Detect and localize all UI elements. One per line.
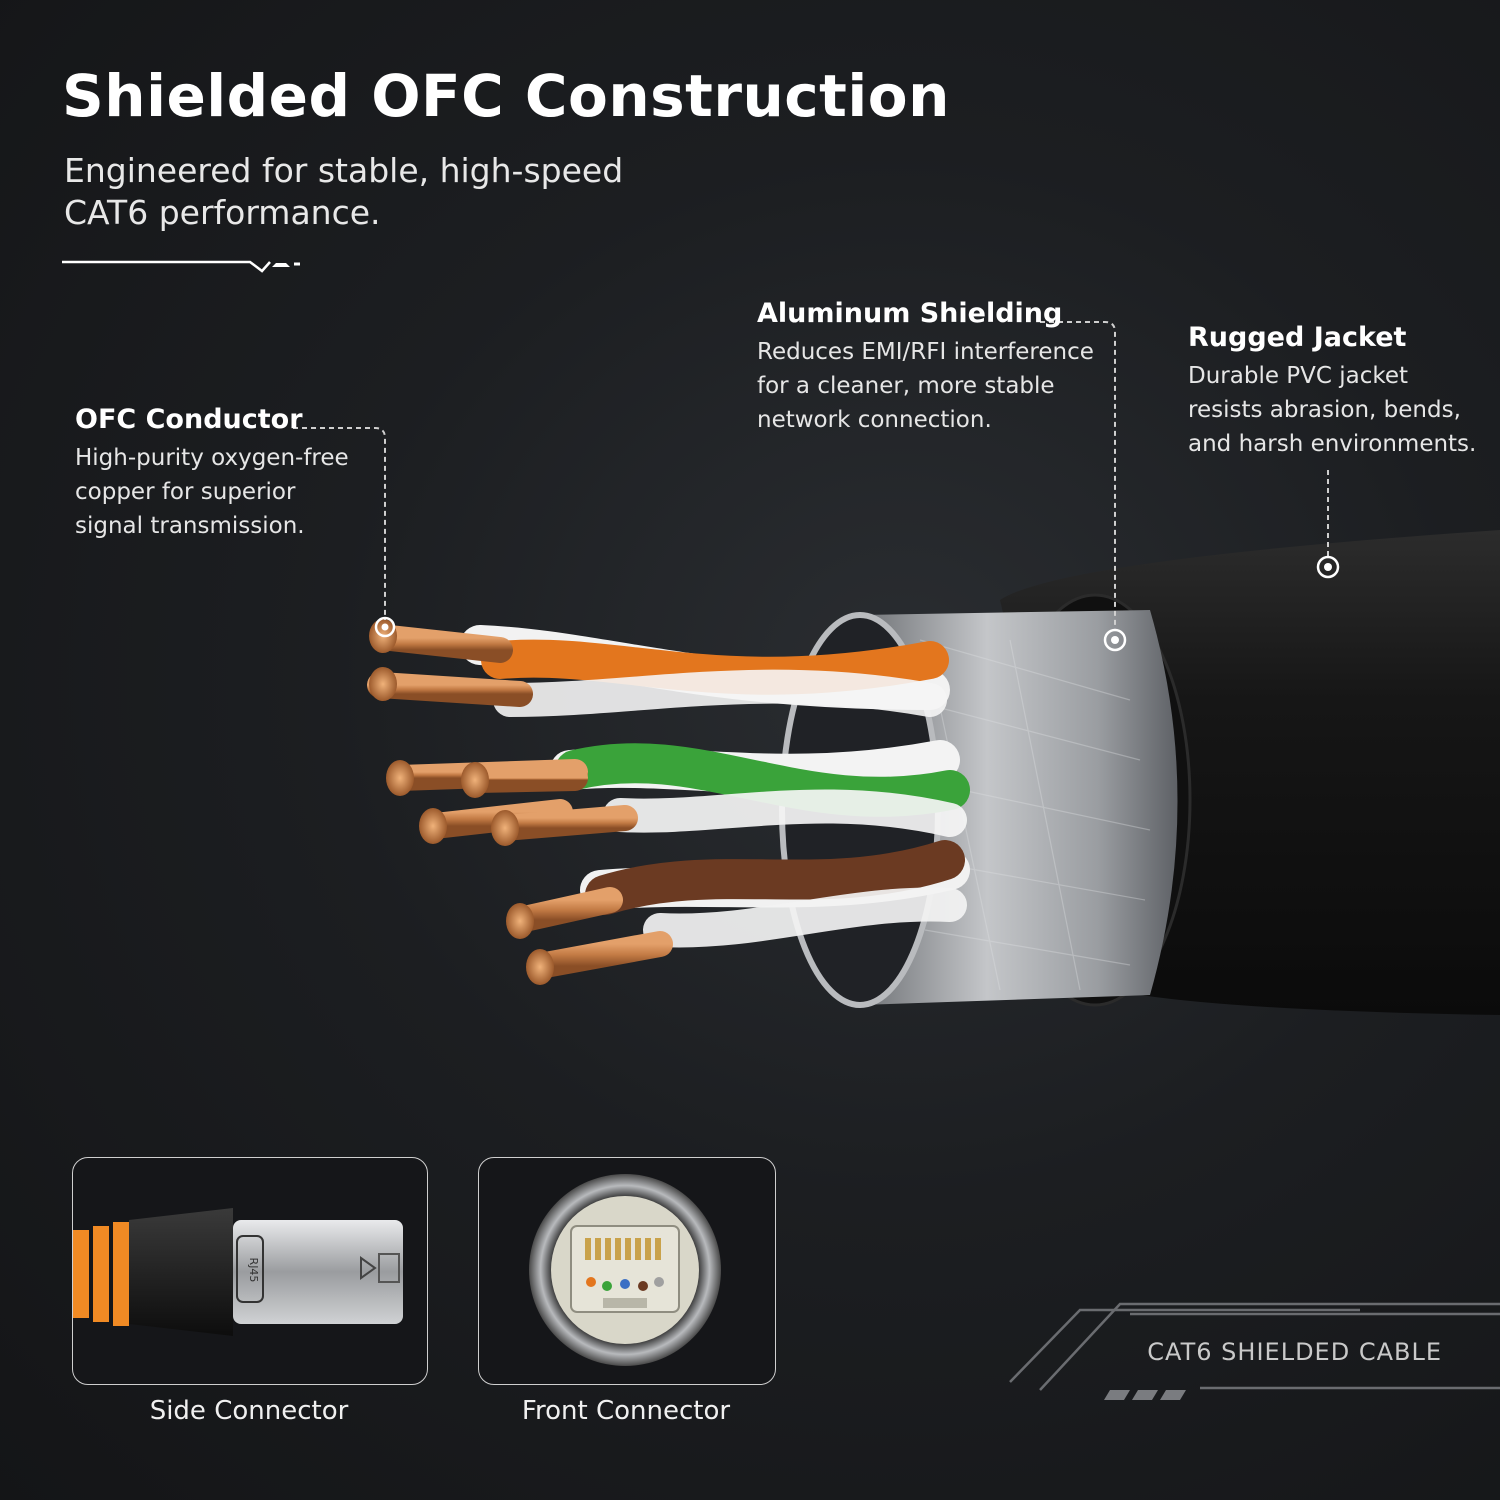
callout-ofc-conductor: OFC Conductor High-purity oxygen-free co…: [75, 404, 365, 543]
orange-boot-ribs: [73, 1222, 129, 1326]
callout-title: Rugged Jacket: [1188, 322, 1407, 353]
front-connector-image: [529, 1174, 721, 1366]
callout-title: OFC Conductor: [75, 404, 303, 435]
page-title: Shielded OFC Construction: [62, 62, 950, 130]
callout-title: Aluminum Shielding: [757, 298, 1063, 329]
badge-label: CAT6 SHIELDED CABLE: [1147, 1338, 1442, 1366]
callout-description: High-purity oxygen-free copper for super…: [75, 445, 349, 539]
wire-ends: [586, 1277, 664, 1291]
callout-rugged-jacket: Rugged Jacket Durable PVC jacket resists…: [1188, 322, 1478, 461]
title-divider: [62, 260, 300, 273]
page-subtitle: Engineered for stable, high-speed CAT6 p…: [64, 151, 624, 232]
shield-texture: [909, 639, 1151, 991]
contact-pins: [585, 1238, 661, 1260]
rj45-imprint: RJ45: [247, 1258, 260, 1283]
side-connector-card: RJ45: [72, 1157, 428, 1385]
callout-leader-lines: [293, 321, 1329, 630]
callout-markers: [374, 555, 1340, 652]
callout-description: Durable PVC jacket resists abrasion, ben…: [1188, 363, 1477, 457]
side-connector-image: RJ45: [73, 1208, 403, 1336]
front-connector-label: Front Connector: [521, 1396, 731, 1426]
badge-frame: [1009, 1302, 1500, 1400]
callout-aluminum-shielding: Aluminum Shielding Reduces EMI/RFI inter…: [757, 298, 1097, 437]
callout-description: Reduces EMI/RFI interference for a clean…: [757, 339, 1094, 433]
front-connector-card: [478, 1157, 776, 1385]
side-connector-label: Side Connector: [149, 1396, 349, 1426]
